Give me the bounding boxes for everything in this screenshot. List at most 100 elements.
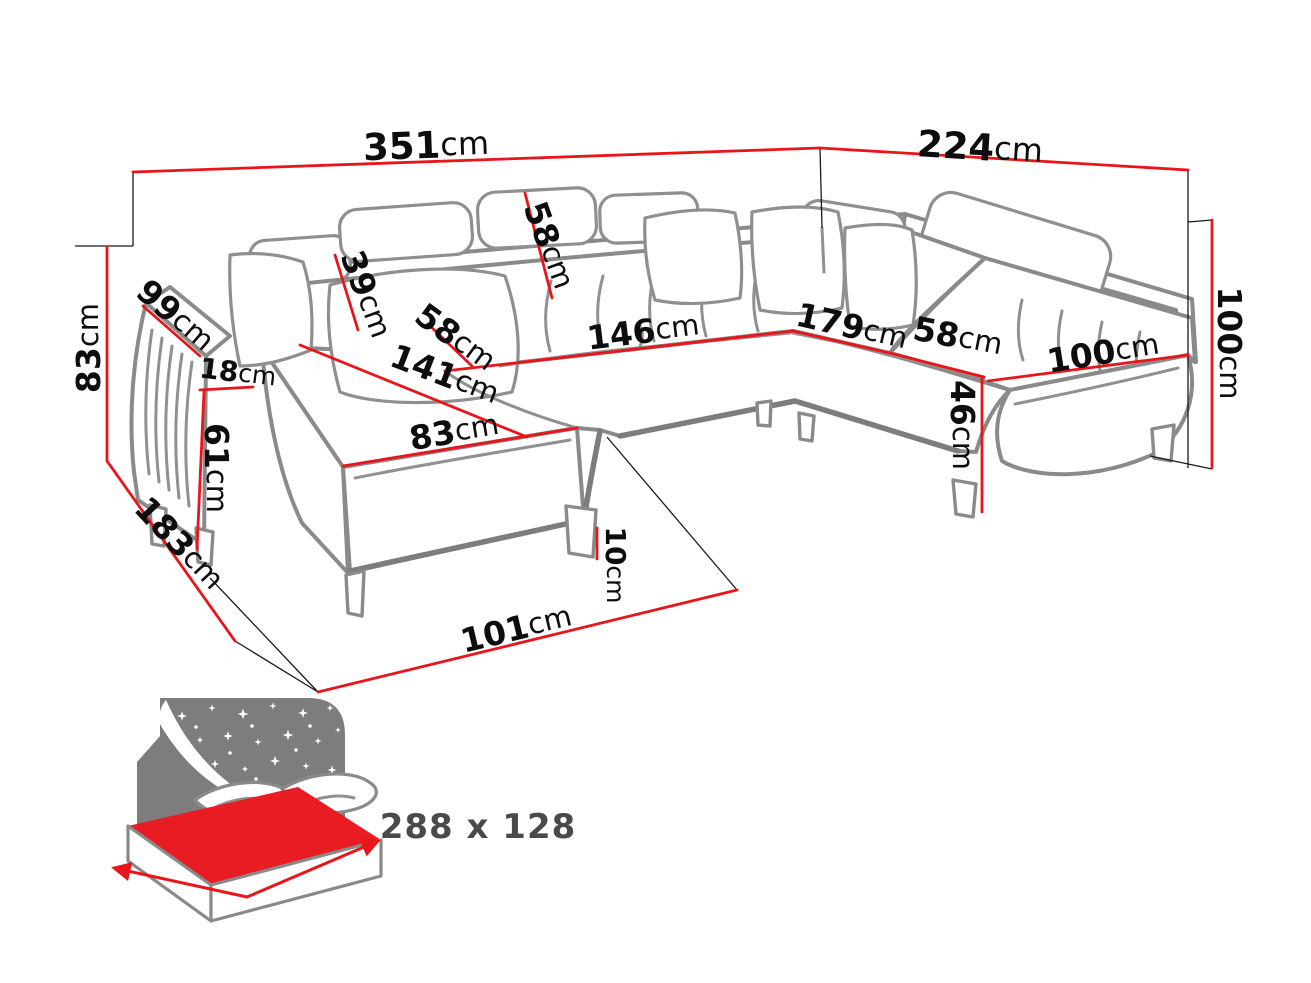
- dim-unit: cm: [524, 598, 575, 641]
- extension-line: [234, 640, 319, 693]
- tuft-line: [1016, 298, 1025, 362]
- dim-unit: cm: [993, 129, 1044, 170]
- sofa-leg: [797, 411, 816, 443]
- dim-chaise-width-right-line: [986, 353, 1190, 383]
- armrest-pleat: [164, 344, 174, 492]
- throw-pillow: [842, 222, 918, 331]
- headrest-cushion: [337, 201, 475, 263]
- dim-unit: cm: [1113, 326, 1162, 366]
- dim-chaise-length-line: [298, 343, 529, 439]
- extension-line: [606, 436, 738, 591]
- dim-armrest-length-line: [141, 304, 202, 358]
- dim-value: 101: [456, 606, 532, 660]
- throw-pillow: [228, 251, 314, 368]
- dim-total-depth-line: [818, 146, 1190, 172]
- dim-value: 83: [69, 347, 108, 393]
- dim-total-height-label: 100cm: [1211, 286, 1250, 399]
- crescent-moon-icon: [159, 700, 270, 806]
- dim-seat-length-main-label: 146cm: [584, 305, 701, 357]
- tuft-line: [596, 274, 605, 348]
- armrest-left: [129, 285, 232, 547]
- extension-line: [209, 577, 318, 692]
- chaise-left-side-face: [260, 346, 350, 575]
- bed-width-arrow: [111, 862, 249, 899]
- star-dot: [194, 725, 198, 729]
- dim-value: 58: [910, 308, 963, 355]
- dim-front-width-line: [316, 588, 739, 694]
- extension-line: [819, 147, 823, 229]
- dim-total-width-label: 351cm: [362, 121, 489, 168]
- corner-back-edge: [820, 226, 826, 274]
- armrest-pleat: [144, 328, 154, 476]
- sofa-illustration: [129, 186, 1198, 618]
- dim-value: 18: [198, 351, 241, 389]
- chaise-right-edge: [581, 428, 603, 523]
- seam-line: [638, 324, 644, 349]
- dim-headrest-width-line: [523, 191, 554, 300]
- sofa-leg: [1150, 423, 1176, 463]
- dim-unit: cm: [452, 407, 501, 448]
- dim-unit: cm: [653, 307, 701, 346]
- seam-line: [353, 438, 572, 480]
- extension-line: [1149, 455, 1213, 470]
- sofa-leg: [194, 526, 215, 567]
- dim-unit: cm: [602, 565, 631, 603]
- dim-armrest-width-label: 18cm: [198, 351, 279, 393]
- sofa-leg: [344, 569, 366, 618]
- star-dot: [254, 777, 258, 781]
- dim-seat-height-label: 46cm: [944, 380, 983, 470]
- dim-total-depth-label: 224cm: [916, 122, 1044, 173]
- star-dot: [294, 748, 298, 752]
- dim-chaise-width-line: [341, 426, 579, 468]
- dim-unit: cm: [1213, 355, 1247, 399]
- dim-front-width-label: 101cm: [456, 596, 575, 660]
- dim-armrest-width-line: [198, 385, 255, 392]
- dim-unit: cm: [440, 124, 490, 164]
- floor-edge-main: [617, 398, 961, 454]
- extension-line: [1187, 219, 1213, 223]
- dim-seat-depth-left-line: [426, 322, 474, 368]
- sofa-leg: [148, 503, 168, 548]
- throw-pillow: [643, 208, 744, 306]
- star-dot: [308, 724, 312, 728]
- armrest-pleat: [174, 352, 184, 500]
- mattress-top: [128, 787, 381, 885]
- dim-value: 351: [362, 123, 441, 169]
- dim-leg-height-label: 10cm: [600, 526, 633, 603]
- dim-value: 224: [916, 122, 996, 170]
- extension-lines: [75, 147, 1213, 693]
- dim-depth-left-line: [105, 459, 237, 643]
- dim-seat-depth-right-label: 58cm: [910, 308, 1006, 363]
- seam-line: [443, 369, 579, 430]
- dim-armrest-height-line: [195, 390, 206, 551]
- sleeping-function-icon: 288 x 128: [111, 698, 577, 923]
- seam-line: [1013, 366, 1180, 406]
- dim-value: 100: [1211, 286, 1250, 355]
- sofa-leg: [951, 478, 978, 519]
- dim-total-width-line: [131, 146, 822, 174]
- dim-unit: cm: [956, 319, 1006, 361]
- dim-value: 146: [584, 310, 657, 357]
- dim-unit: cm: [71, 303, 105, 347]
- floor-edge-chaise: [347, 517, 587, 574]
- armrest-pleat: [154, 336, 164, 484]
- bed-measure-arrows: [111, 838, 381, 899]
- dim-seat-depth-right-line: [888, 351, 986, 379]
- armrest-pleat: [184, 360, 194, 508]
- dim-value: 83: [406, 412, 458, 458]
- dim-unit: cm: [237, 358, 278, 391]
- dim-value: 10: [600, 526, 633, 565]
- dimension-lines: [105, 146, 1214, 694]
- dim-height-left-label: 83cm: [69, 303, 108, 393]
- dim-value: 46: [944, 380, 983, 426]
- mattress-side-face: [209, 838, 383, 923]
- dim-seat-length-main-line: [443, 329, 795, 373]
- dim-seat-length-corner-line: [791, 329, 892, 355]
- dim-backrest-depth-line: [333, 253, 360, 332]
- sofa-leg: [564, 504, 598, 559]
- sofa-leg: [755, 399, 773, 428]
- sleeping-size-label: 288 x 128: [380, 807, 577, 847]
- tuft-line: [1056, 309, 1065, 373]
